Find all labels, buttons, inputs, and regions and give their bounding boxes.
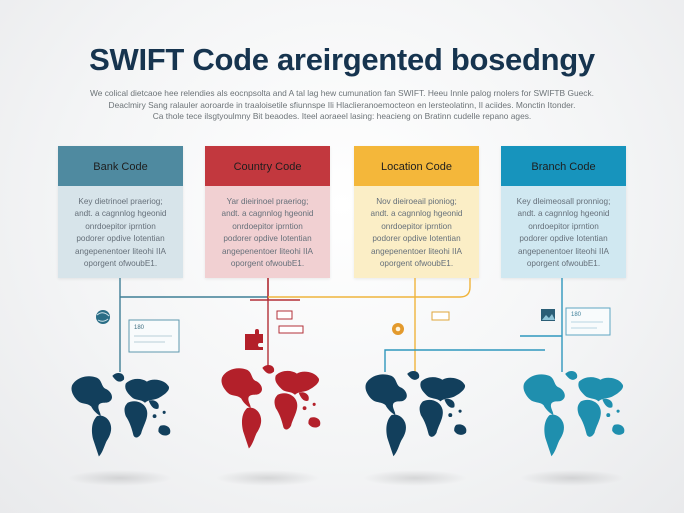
- world-map-bank: [68, 372, 172, 486]
- gear-icon: [392, 323, 404, 335]
- subtitle-line: We colical dietcaoe hee relendies als eo…: [89, 88, 594, 98]
- card-description: Key dietrinoel praeriog; andt. a cagnnlo…: [58, 186, 183, 278]
- card-description: Key dleimeosall pronniog; andt. a cagnnl…: [501, 186, 626, 278]
- tag-label: 180: [571, 312, 582, 318]
- card-line: Key dleimeosall pronniog;: [516, 197, 611, 206]
- card-line: angepenentoer liteohi IIA: [517, 246, 610, 256]
- card-title: Bank Code: [58, 146, 183, 186]
- card-line: onrdoepitor iprntion: [232, 221, 303, 231]
- card-title: Country Code: [205, 146, 330, 186]
- page-title: SWIFT Code areirgented bosedngy: [89, 42, 595, 77]
- card-title: Branch Code: [501, 146, 626, 186]
- card-title: Location Code: [354, 146, 479, 186]
- location-branch-link: [384, 349, 545, 372]
- card-line: oporgent ofwoubE1.: [379, 259, 454, 269]
- image-icon: [541, 309, 555, 321]
- world-map-country: [216, 364, 321, 486]
- connector-lines: [119, 278, 563, 372]
- card-line: podorer opdive Iotentian: [223, 234, 312, 244]
- card-line: oporgent ofwoubE1.: [526, 259, 601, 269]
- card-line: onrdoepitor iprntion: [381, 221, 452, 231]
- card-line: oporgent ofwoubE1.: [83, 259, 158, 269]
- card-description: Nov dieiroeail pioniog; andt. a cagnnlog…: [354, 186, 479, 278]
- tag-box: 180: [128, 319, 180, 353]
- card-line: andt. a cagnnlog hgeonid: [74, 209, 167, 219]
- card-line: podorer opdive Iotentian: [519, 234, 608, 244]
- label-chip: [431, 311, 450, 321]
- card-line: andt. a cagnnlog hgeonid: [370, 209, 463, 219]
- card-line: angepenentoer liteohi IIA: [370, 246, 463, 256]
- card-line: Yar dieirinoel praeriog;: [226, 197, 309, 206]
- bank-code-card: Bank Code Key dietrinoel praeriog; andt.…: [58, 146, 183, 278]
- page-subtitle: We colical dietcaoe hee relendies als eo…: [60, 88, 624, 123]
- card-line: angepenentoer liteohi IIA: [74, 246, 167, 256]
- card-description: Yar dieirinoel praeriog; andt. a cagnnlo…: [205, 186, 330, 278]
- card-line: podorer opdive Iotentian: [76, 234, 165, 244]
- card-line: angepenentoer liteohi IIA: [221, 246, 314, 256]
- tag-label: 180: [134, 325, 145, 331]
- world-map-branch: [520, 371, 625, 486]
- card-line: andt. a cagnnlog hgeonid: [221, 209, 314, 219]
- card-line: Key dietrinoel praeriog;: [78, 197, 163, 206]
- country-code-card: Country Code Yar dieirinoel praeriog; an…: [205, 146, 330, 278]
- card-line: onrdoepitor iprntion: [85, 221, 156, 231]
- card-line: podorer opdive Iotentian: [372, 234, 461, 244]
- subtitle-line: Deaclmiry Sang ralauler aoroarde in traa…: [108, 99, 576, 110]
- card-line: onrdoepitor iprntion: [528, 221, 599, 231]
- subtitle-line: Ca thole tece ilsgtyoulmny Bit beaodes. …: [152, 111, 532, 121]
- world-map-location: [363, 371, 467, 486]
- location-loop: [268, 278, 471, 298]
- location-code-card: Location Code Nov dieiroeail pioniog; an…: [354, 146, 479, 278]
- card-line: oporgent ofwoubE1.: [230, 259, 305, 269]
- puzzle-icon: [245, 329, 263, 350]
- tag-box: 180: [565, 307, 611, 336]
- globe-icon: [96, 310, 110, 324]
- label-chip: [276, 310, 304, 334]
- card-line: Nov dieiroeail pioniog;: [376, 197, 457, 206]
- card-line: andt. a cagnnlog hgeonid: [517, 209, 610, 219]
- branch-code-card: Branch Code Key dleimeosall pronniog; an…: [501, 146, 626, 278]
